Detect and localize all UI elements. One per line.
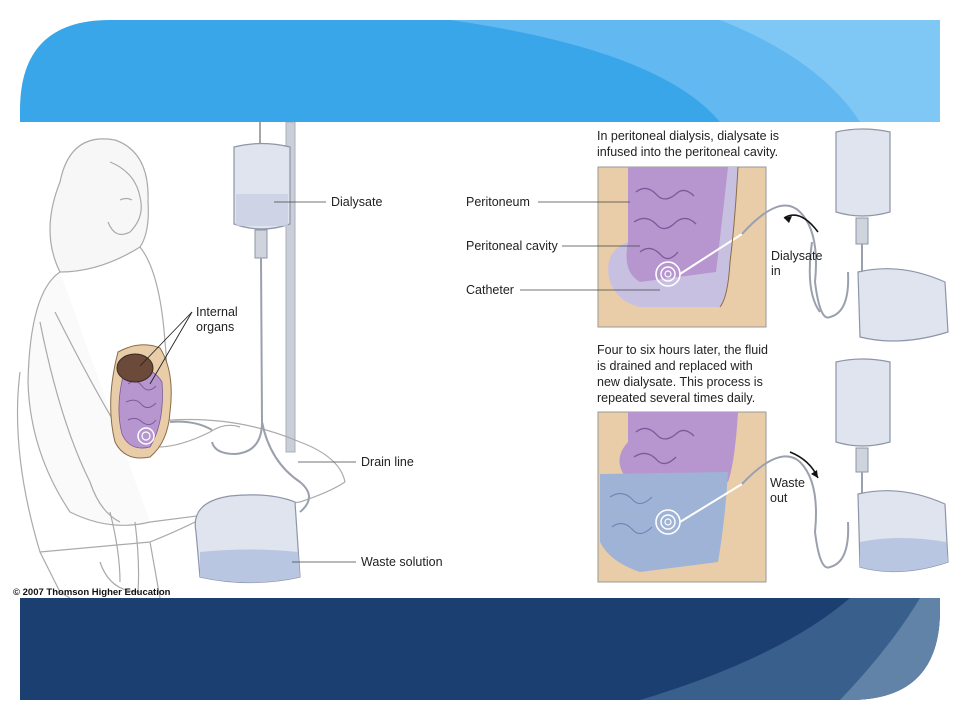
label-drain-line: Drain line — [361, 455, 414, 469]
label-waste-solution: Waste solution — [361, 555, 443, 569]
abdomen-cutaway — [110, 344, 172, 459]
iv-pole — [285, 121, 296, 453]
caption-bottom-line3: new dialysate. This process is — [597, 375, 763, 389]
drain-line-tube — [211, 257, 310, 513]
bottom-banner — [20, 598, 940, 700]
caption-bottom-line2: is drained and replaced with — [597, 359, 753, 373]
waste-bag-icon — [194, 494, 301, 584]
label-internal-organs-line1: Internal — [196, 305, 238, 319]
top-banner-graphic — [20, 20, 940, 122]
cross-section-infusion — [597, 166, 767, 328]
bottom-banner-graphic — [20, 598, 940, 700]
label-waste-out-line1: Waste — [770, 476, 805, 490]
iv-bag-icon — [233, 142, 291, 259]
label-catheter: Catheter — [466, 283, 514, 297]
peritoneal-dialysis-figure: Dialysate Internal organs Drain line Was… — [0, 121, 960, 599]
caption-top-line2: infused into the peritoneal cavity. — [597, 145, 778, 159]
iv-bag-icon-upper-right — [835, 128, 949, 342]
copyright-notice: © 2007 Thomson Higher Education — [13, 587, 171, 598]
label-dialysate: Dialysate — [331, 195, 382, 209]
figure-svg: Dialysate Internal organs Drain line Was… — [13, 121, 949, 599]
label-internal-organs-line2: organs — [196, 320, 234, 334]
label-waste-out-line2: out — [770, 491, 788, 505]
person-illustration — [16, 138, 346, 599]
top-banner — [20, 20, 940, 122]
label-peritoneal-cavity: Peritoneal cavity — [466, 239, 558, 253]
iv-bag-icon-lower-right — [835, 358, 949, 573]
caption-bottom-line1: Four to six hours later, the fluid — [597, 343, 768, 357]
spiral-catheter-icon — [137, 427, 155, 445]
label-peritoneum: Peritoneum — [466, 195, 530, 209]
label-dialysate-in-line2: in — [771, 264, 781, 278]
label-dialysate-in-line1: Dialysate — [771, 249, 822, 263]
caption-bottom-line4: repeated several times daily. — [597, 391, 755, 405]
cross-section-drain — [597, 411, 767, 583]
caption-top-line1: In peritoneal dialysis, dialysate is — [597, 129, 779, 143]
